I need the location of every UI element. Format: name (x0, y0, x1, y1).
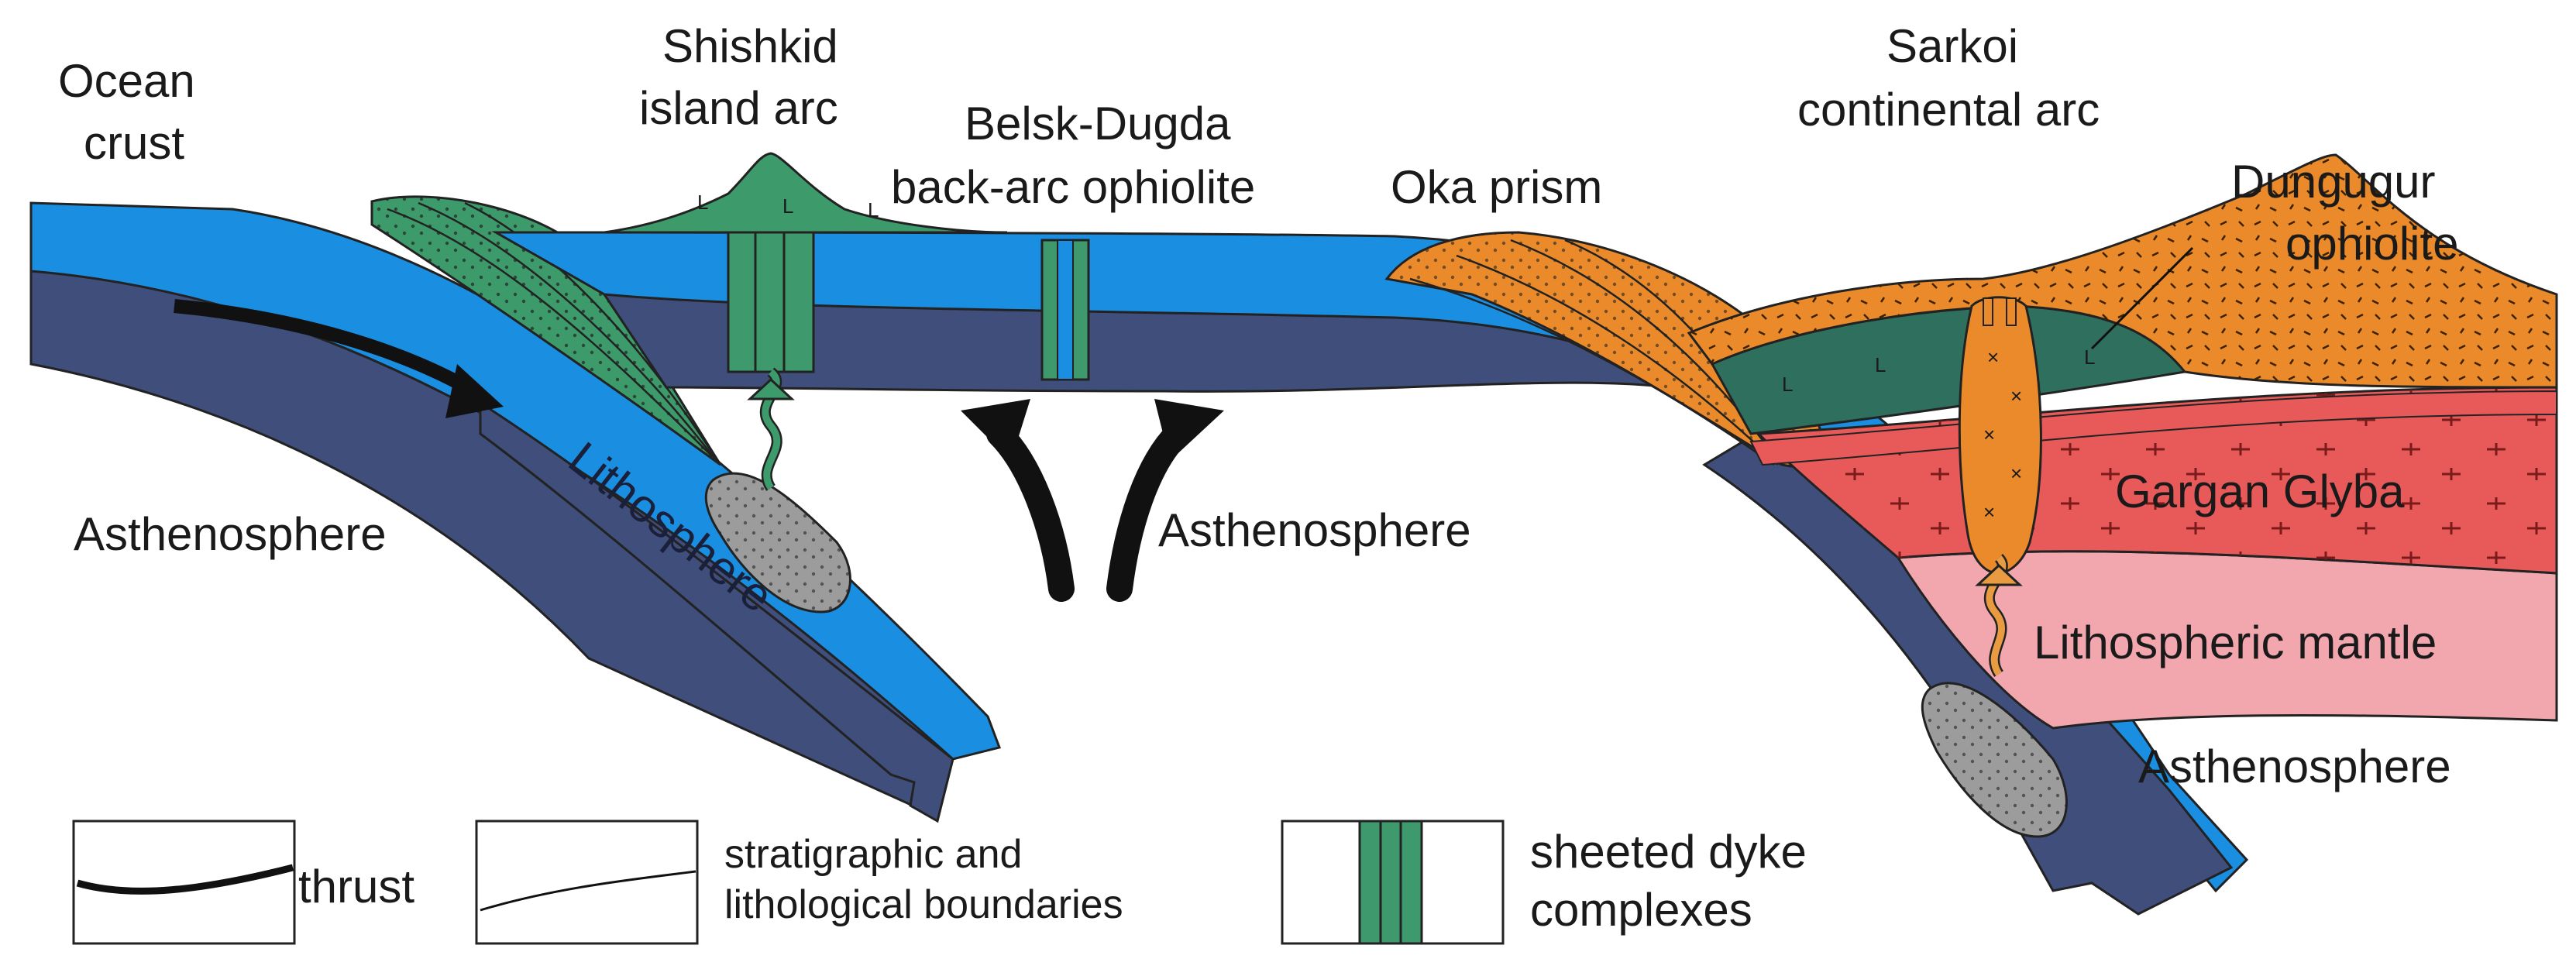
label-dungugur-1: Dungugur (2231, 156, 2436, 208)
label-shishkid-1: Shishkid (662, 20, 838, 72)
dyke-shishkid (727, 231, 815, 373)
svg-text:L: L (868, 198, 879, 222)
shishkid-arc: L L L (604, 152, 1008, 234)
upwelling-arrow-right (1106, 399, 1224, 602)
label-ocean-crust-1: Ocean (58, 55, 195, 107)
legend: thrust stratigraphic and lithological bo… (72, 820, 1807, 945)
label-asthenosphere-left: Asthenosphere (74, 508, 387, 560)
melange-lens-left (704, 472, 851, 613)
label-asthenosphere-right: Asthenosphere (2138, 741, 2451, 792)
thrust-line-sample (76, 864, 294, 895)
label-oka-prism: Oka prism (1391, 161, 1602, 213)
boundary-line-sample (480, 870, 696, 912)
svg-text:L: L (1782, 373, 1793, 396)
label-belsk-2: back-arc ophiolite (891, 161, 1255, 213)
svg-text:×: × (2010, 384, 2022, 407)
upwelling-arrow-left (961, 399, 1075, 602)
left-wedge (370, 195, 722, 466)
svg-text:L: L (697, 191, 708, 214)
svg-text:×: × (1987, 345, 1999, 369)
legend-boundaries-label-1: stratigraphic and (724, 832, 1022, 877)
dungugur-leader-line (2090, 246, 2194, 350)
label-belsk-1: Belsk-Dugda (965, 98, 1231, 149)
legend-boundaries: stratigraphic and lithological boundarie… (475, 820, 1123, 945)
svg-text:×: × (1983, 500, 1995, 524)
green-melt-arrow (747, 367, 795, 491)
left-slab-lithosphere-lower (479, 400, 954, 823)
plate-motion-arrow (174, 299, 504, 418)
label-dungugur-2: ophiolite (2285, 218, 2459, 270)
label-lithospheric-mantle: Lithospheric mantle (2034, 617, 2437, 668)
legend-thrust: thrust (72, 820, 414, 945)
dyke-belsk (1040, 239, 1090, 381)
label-sarkoi-1: Sarkoi (1886, 20, 2018, 72)
legend-dykes: sheeted dyke complexes (1281, 820, 1807, 945)
label-shishkid-2: island arc (639, 82, 838, 134)
legend-dykes-label-1: sheeted dyke (1530, 826, 1807, 878)
legend-dykes-label-2: complexes (1530, 884, 1752, 936)
label-ocean-crust-2: crust (84, 117, 184, 169)
melange-lens-right (1921, 682, 2068, 838)
svg-text:×: × (1983, 423, 1995, 446)
svg-text:L: L (1875, 353, 1886, 376)
oka-prism (1384, 231, 1825, 468)
svg-text:×: × (2010, 462, 2022, 485)
dyke-sample (1358, 820, 1423, 945)
left-slab (29, 201, 1001, 823)
gargan-glyba (1749, 386, 2558, 575)
label-asthenosphere-center: Asthenosphere (1158, 504, 1471, 556)
label-sarkoi-2: continental arc (1797, 84, 2100, 136)
orange-melt-arrow (1975, 554, 2023, 677)
svg-text:L: L (782, 194, 793, 218)
legend-thrust-label: thrust (298, 861, 414, 912)
legend-boundaries-label-2: lithological boundaries (724, 882, 1123, 927)
granite-intrusion: × × × × × (1958, 296, 2042, 575)
svg-text:L: L (2084, 345, 2095, 369)
label-gargan-glyba: Gargan Glyba (2115, 466, 2405, 517)
